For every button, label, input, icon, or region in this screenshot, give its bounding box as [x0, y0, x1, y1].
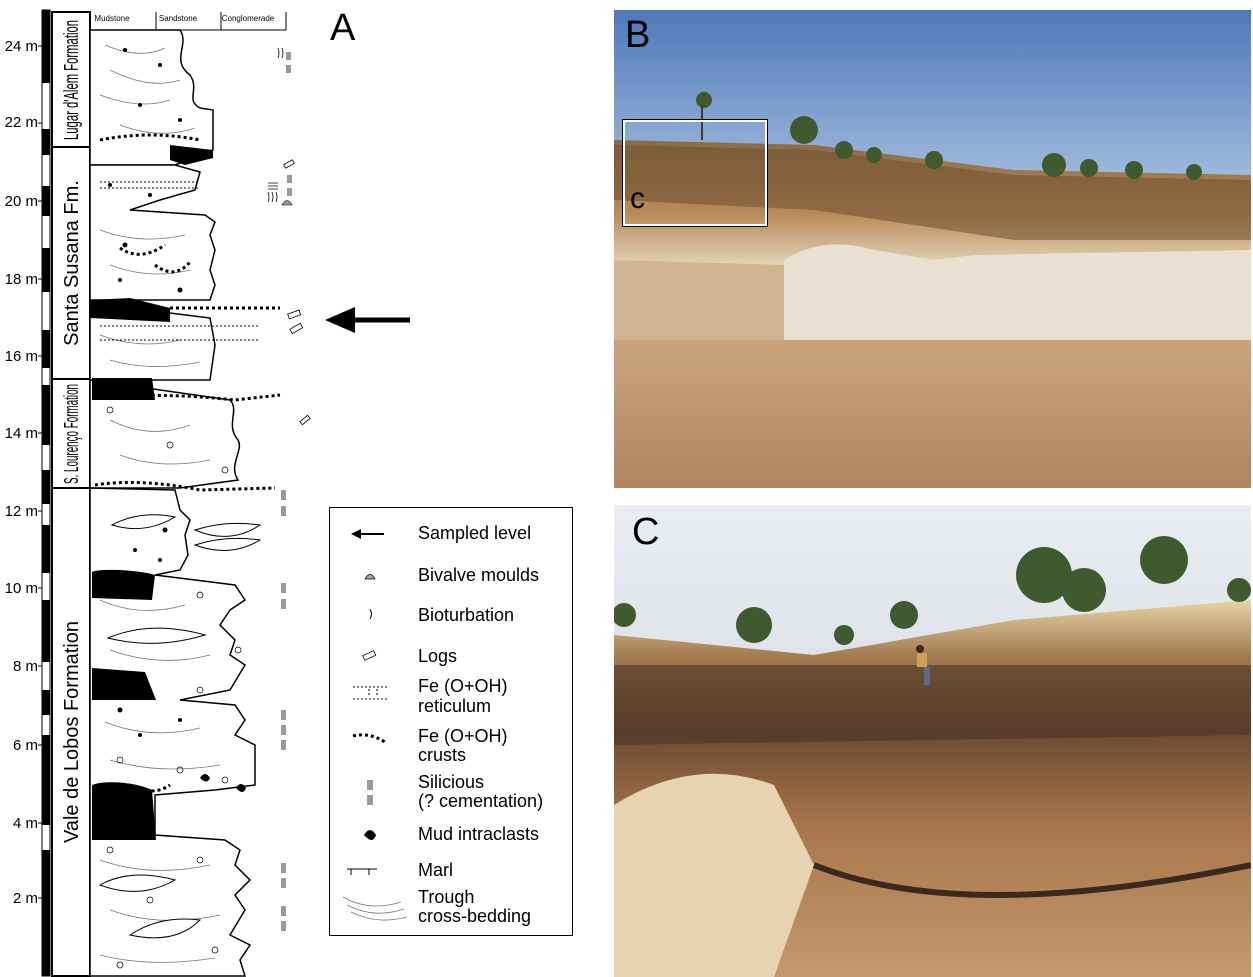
cross-bedding-marks [99, 44, 221, 963]
depth-label: 2 m [13, 890, 38, 907]
legend-label: Mud intraclasts [418, 824, 539, 844]
fe-crusts [94, 133, 281, 793]
depth-label: 12 m [5, 503, 38, 520]
depth-label: 22 m [5, 114, 38, 131]
depth-label: 6 m [13, 737, 38, 754]
person-figure [916, 645, 930, 685]
legend-label: Marl [418, 860, 453, 880]
bioturbation-icon [369, 608, 372, 620]
formation-label: Santa Susana Fm. [61, 180, 83, 346]
legend-label: Bivalve moulds [418, 565, 539, 585]
panel-label-c: C [632, 511, 660, 553]
depth-label: 8 m [13, 658, 38, 675]
log-icon [362, 650, 377, 661]
legend-label: cross-bedding [418, 906, 531, 926]
stratigraphic-log: 24 m 22 m 20 m 18 m 16 m 14 m 12 m 10 m … [5, 9, 410, 977]
fe-crust-icon [352, 733, 386, 744]
legend-box [329, 507, 573, 936]
photo-quarry-overview: B c [614, 10, 1251, 488]
depth-label: 4 m [13, 815, 38, 832]
fe-reticulum-icon [353, 686, 387, 700]
trough-cross-bedding-icon [342, 896, 408, 921]
legend-label: reticulum [418, 696, 491, 716]
fe-reticulum [100, 181, 260, 341]
bivalve-icon [364, 574, 376, 580]
legend-label: (? cementation) [418, 791, 543, 811]
depth-labels: 24 m 22 m 20 m 18 m 16 m 14 m 12 m 10 m … [5, 38, 38, 907]
depth-scale-bar [41, 9, 51, 977]
mudstone-beds [90, 145, 213, 840]
depth-label: 14 m [5, 425, 38, 442]
lens-bodies [98, 514, 262, 939]
legend-label: Logs [418, 646, 457, 666]
mud-intraclasts [200, 774, 246, 792]
symbols-column [281, 52, 292, 931]
formation-label: Vale de Lobos Formation [61, 621, 83, 843]
formation-column [51, 11, 91, 977]
column-header: Sandstone [159, 14, 198, 23]
legend-label: Fe (O+OH) [418, 676, 508, 696]
panel-label-b: B [625, 14, 651, 56]
legend-label: Bioturbation [418, 605, 514, 625]
column-header: Conglomerade [222, 14, 275, 23]
legend-label: Sampled level [418, 523, 531, 543]
depth-label: 24 m [5, 38, 38, 55]
pebble-dots [108, 48, 183, 737]
mud-intraclast-icon [364, 830, 376, 840]
grain-size-header: Mudstone Sandstone Conglomerade [90, 12, 287, 31]
legend: Sampled level Bivalve moulds Bioturbatio… [342, 523, 543, 926]
formation-label: S. Lourenço Formation [61, 384, 83, 484]
inset-label-c: c [630, 182, 645, 215]
pebble-circles [106, 406, 242, 969]
panel-label-a: A [330, 7, 356, 49]
formation-label: Lugar d'Alem Formation [61, 20, 83, 140]
legend-label: Fe (O+OH) [418, 726, 508, 746]
inset-box-c [622, 119, 768, 227]
depth-label: 18 m [5, 271, 38, 288]
sampled-level-arrow [325, 307, 410, 333]
legend-label: Trough [418, 887, 474, 907]
legend-arrow-icon [351, 529, 384, 539]
depth-label: 20 m [5, 193, 38, 210]
silicious-icon [367, 780, 373, 805]
photo-sampled-level-detail: C [614, 505, 1251, 977]
depth-label: 10 m [5, 580, 38, 597]
legend-label: Silicious [418, 772, 484, 792]
legend-label: crusts [418, 745, 466, 765]
marl-icon [347, 868, 377, 875]
depth-label: 16 m [5, 348, 38, 365]
column-header: Mudstone [94, 14, 130, 23]
